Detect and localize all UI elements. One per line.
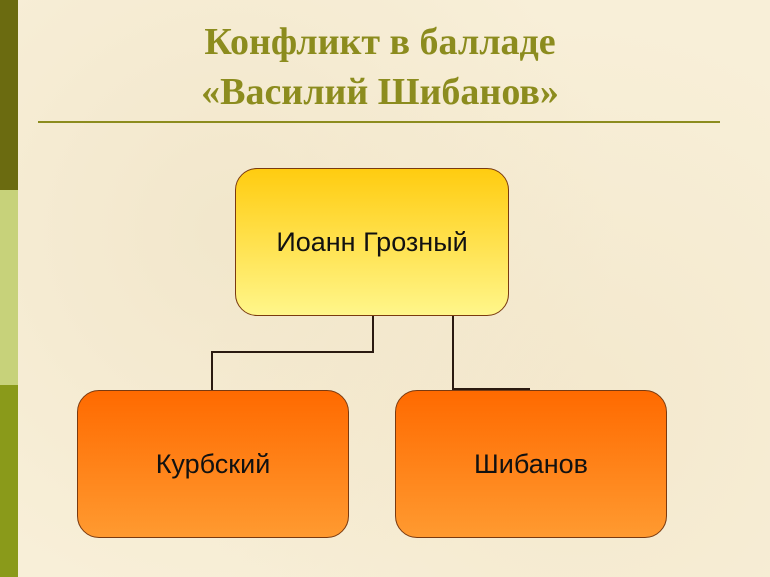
connector [372,316,374,353]
connector [211,351,213,390]
sidebar-stripe-middle [0,190,18,385]
slide-title-line1: Конфликт в балладе [204,21,556,63]
connector [452,388,530,390]
connector [452,316,454,390]
node-ioann-grozny: Иоанн Грозный [235,168,509,316]
slide-title-line2: «Василий Шибанов» [201,71,559,113]
connector [211,351,374,353]
node-label: Шибанов [474,448,588,479]
node-label: Курбский [155,448,271,479]
sidebar-stripe-top [0,0,18,190]
node-kurbsky: Курбский [77,390,349,538]
node-shibanov: Шибанов [395,390,667,538]
title-divider [38,121,720,123]
sidebar-stripe-bottom [0,385,18,577]
node-label: Иоанн Грозный [276,226,468,257]
